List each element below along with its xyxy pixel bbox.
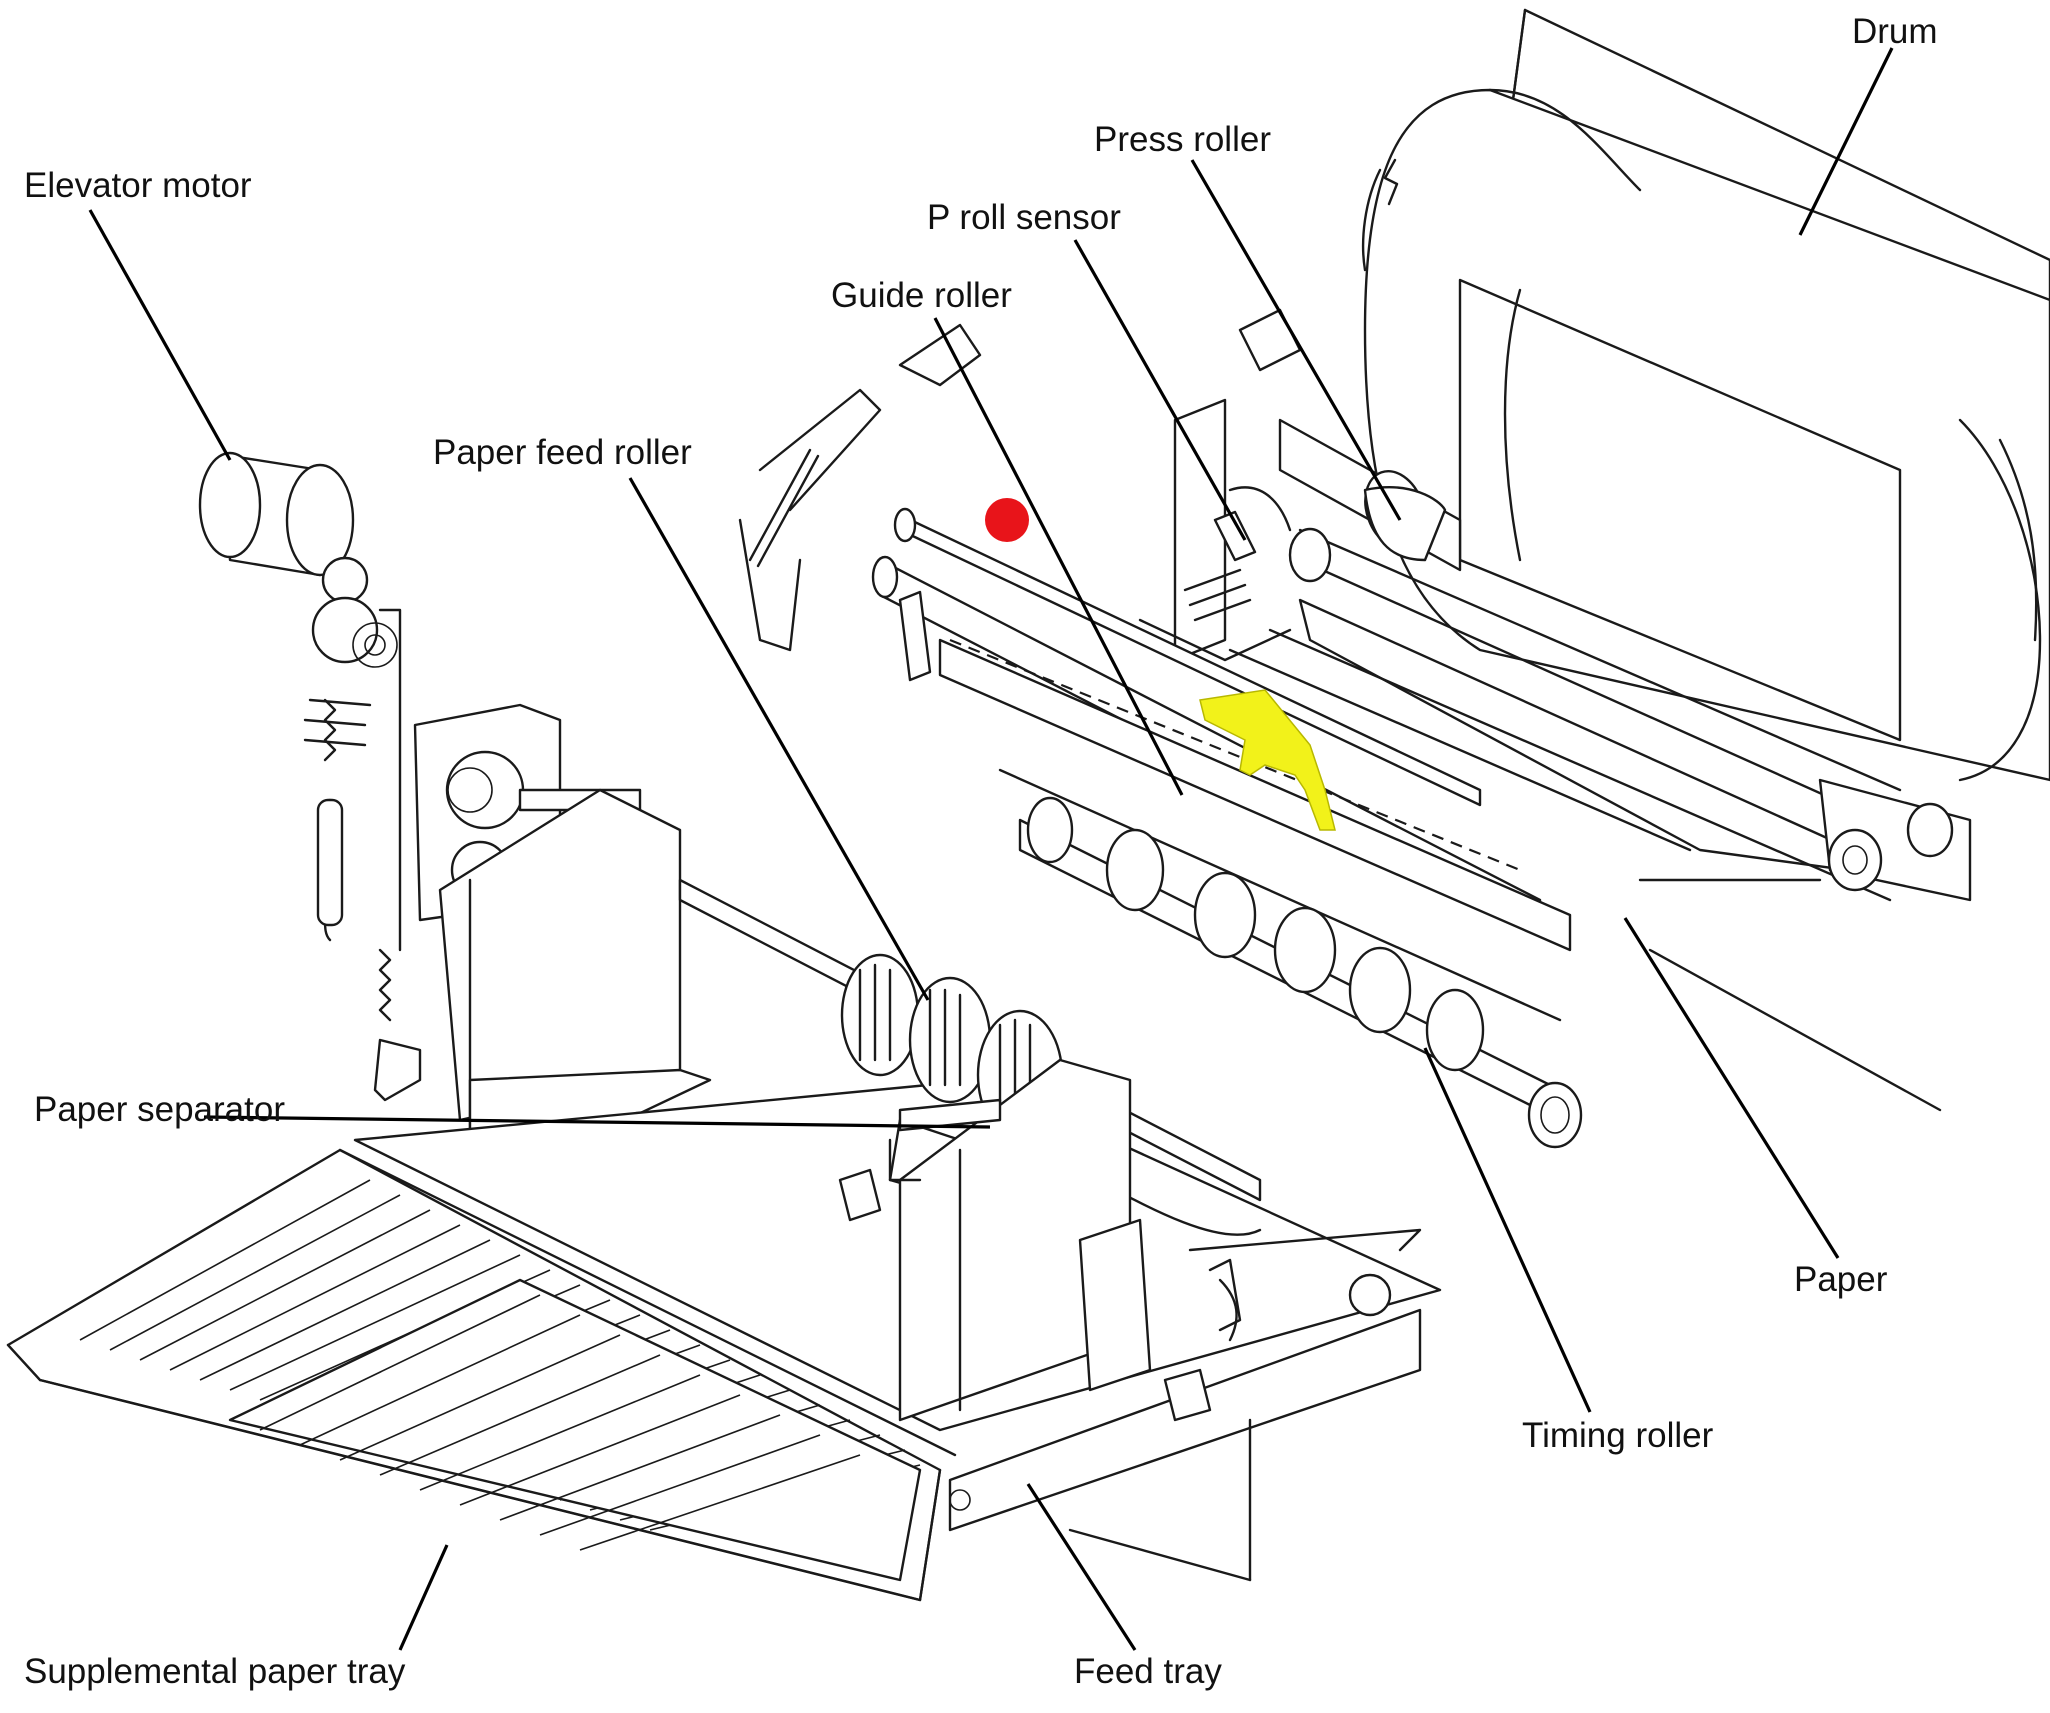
- label-feed-tray: Feed tray: [1074, 1652, 1222, 1691]
- label-p-roll-sensor: P roll sensor: [927, 198, 1121, 237]
- label-press-roller: Press roller: [1094, 120, 1271, 159]
- center-guide: [838, 1058, 1132, 1422]
- leader-press-roller: [1190, 159, 1402, 521]
- leader-paper-feed-roller: [628, 477, 930, 1001]
- leader-timing-roller: [1423, 1047, 1592, 1413]
- leader-guide-roller: [933, 317, 1184, 796]
- red-marker: [985, 498, 1029, 542]
- paper-separator: [888, 1098, 1002, 1182]
- label-paper-separator: Paper separator: [34, 1090, 285, 1129]
- right-frame: [1638, 778, 1972, 902]
- leader-supplemental-tray: [398, 1544, 449, 1651]
- label-supplemental-paper-tray: Supplemental paper tray: [24, 1652, 406, 1691]
- elevator-motor: [198, 451, 422, 1102]
- leader-feed-tray: [1026, 1483, 1137, 1651]
- label-paper-feed-roller: Paper feed roller: [433, 433, 692, 472]
- label-timing-roller: Timing roller: [1522, 1416, 1714, 1455]
- label-guide-roller: Guide roller: [831, 276, 1012, 315]
- label-drum: Drum: [1852, 12, 1938, 51]
- leader-elevator-motor: [88, 209, 232, 461]
- lower-sensors: [1078, 1218, 1242, 1422]
- label-paper: Paper: [1794, 1260, 1888, 1299]
- leader-drum: [1798, 47, 1894, 236]
- leader-lines: [88, 47, 1894, 1651]
- leader-paper: [1623, 917, 1840, 1259]
- yellow-highlight: [1199, 689, 1336, 831]
- timing-roller: [1018, 796, 1583, 1149]
- leader-p-roll-sensor: [1073, 239, 1247, 541]
- guide-roller: [738, 323, 1572, 952]
- feed-tray: [353, 1078, 1442, 1582]
- supplemental-paper-tray: [6, 1148, 957, 1602]
- label-elevator-motor: Elevator motor: [24, 166, 252, 205]
- leader-paper-separator: [203, 1115, 991, 1129]
- drum: [1361, 8, 2050, 782]
- paper: [998, 598, 1942, 1112]
